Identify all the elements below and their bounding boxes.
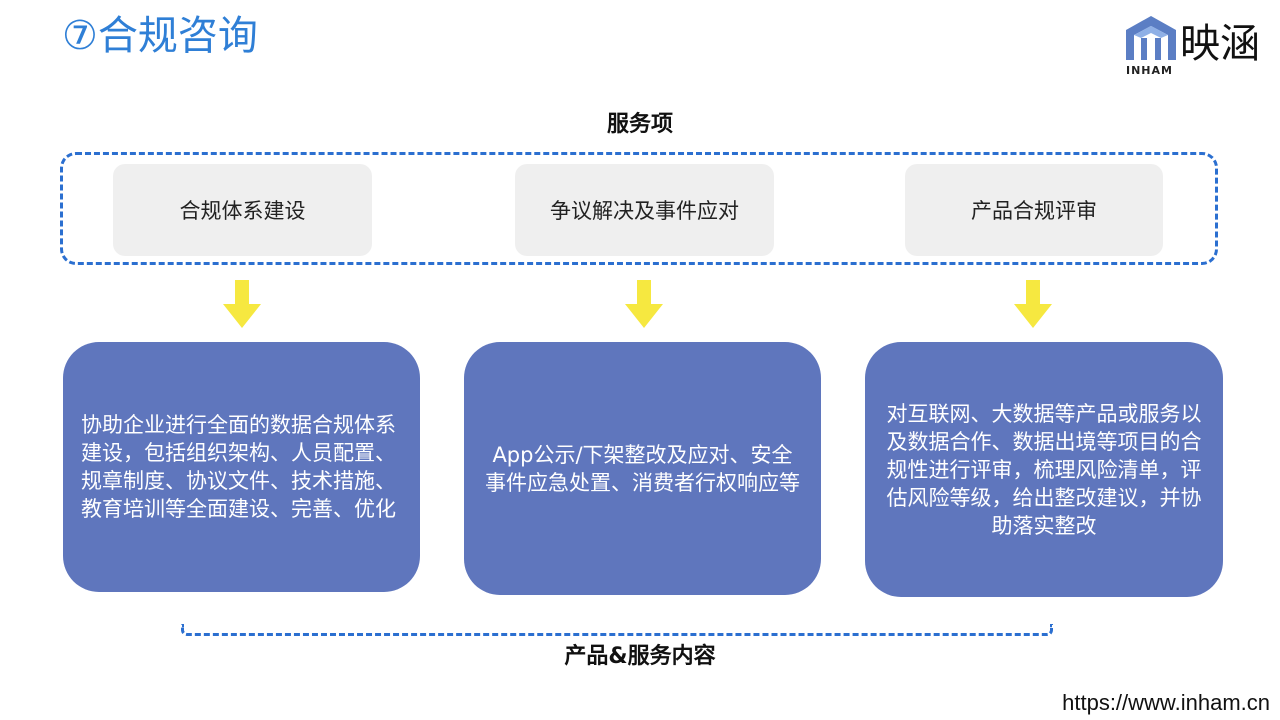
service-item-compliance-system: 合规体系建设 [113,164,372,256]
services-dashed-frame [60,152,1218,265]
logo-text-cn: 映涵 [1180,21,1260,67]
services-heading: 服务项 [606,112,673,137]
service-item-label: 合规体系建设 [179,199,306,223]
logo-mark-icon [1126,16,1176,60]
contents-heading: 产品&服务内容 [564,644,716,669]
content-card-product-review: 对互联网、大数据等产品或服务以及数据合作、数据出境等项目的合规性进行评审，梳理风… [865,342,1223,597]
arrow-down-icon [223,280,261,328]
footer-url: https://www.inham.cn [1062,690,1270,715]
service-item-product-review: 产品合规评审 [905,164,1163,256]
arrow-down-icon [625,280,663,328]
logo-text-en: INHAM [1126,64,1173,77]
content-card-text: App公示/下架整改及应对、安全事件应急处置、消费者行权响应等 [485,442,800,495]
service-item-dispute-resolution: 争议解决及事件应对 [515,164,774,256]
page-title: ⑦合规咨询 [62,13,258,59]
content-card-text: 对互联网、大数据等产品或服务以及数据合作、数据出境等项目的合规性进行评审，梳理风… [886,401,1202,538]
service-item-label: 产品合规评审 [971,199,1097,223]
arrow-down-icon [1014,280,1052,328]
content-card-dispute-resolution: App公示/下架整改及应对、安全事件应急处置、消费者行权响应等 [464,342,821,595]
service-item-label: 争议解决及事件应对 [550,199,739,223]
content-card-text: 协助企业进行全面的数据合规体系建设，包括组织架构、人员配置、规章制度、协议文件、… [81,413,396,521]
contents-bracket [181,624,1053,636]
logo: 映涵 INHAM [1124,14,1274,80]
content-card-compliance-system: 协助企业进行全面的数据合规体系建设，包括组织架构、人员配置、规章制度、协议文件、… [63,342,420,592]
